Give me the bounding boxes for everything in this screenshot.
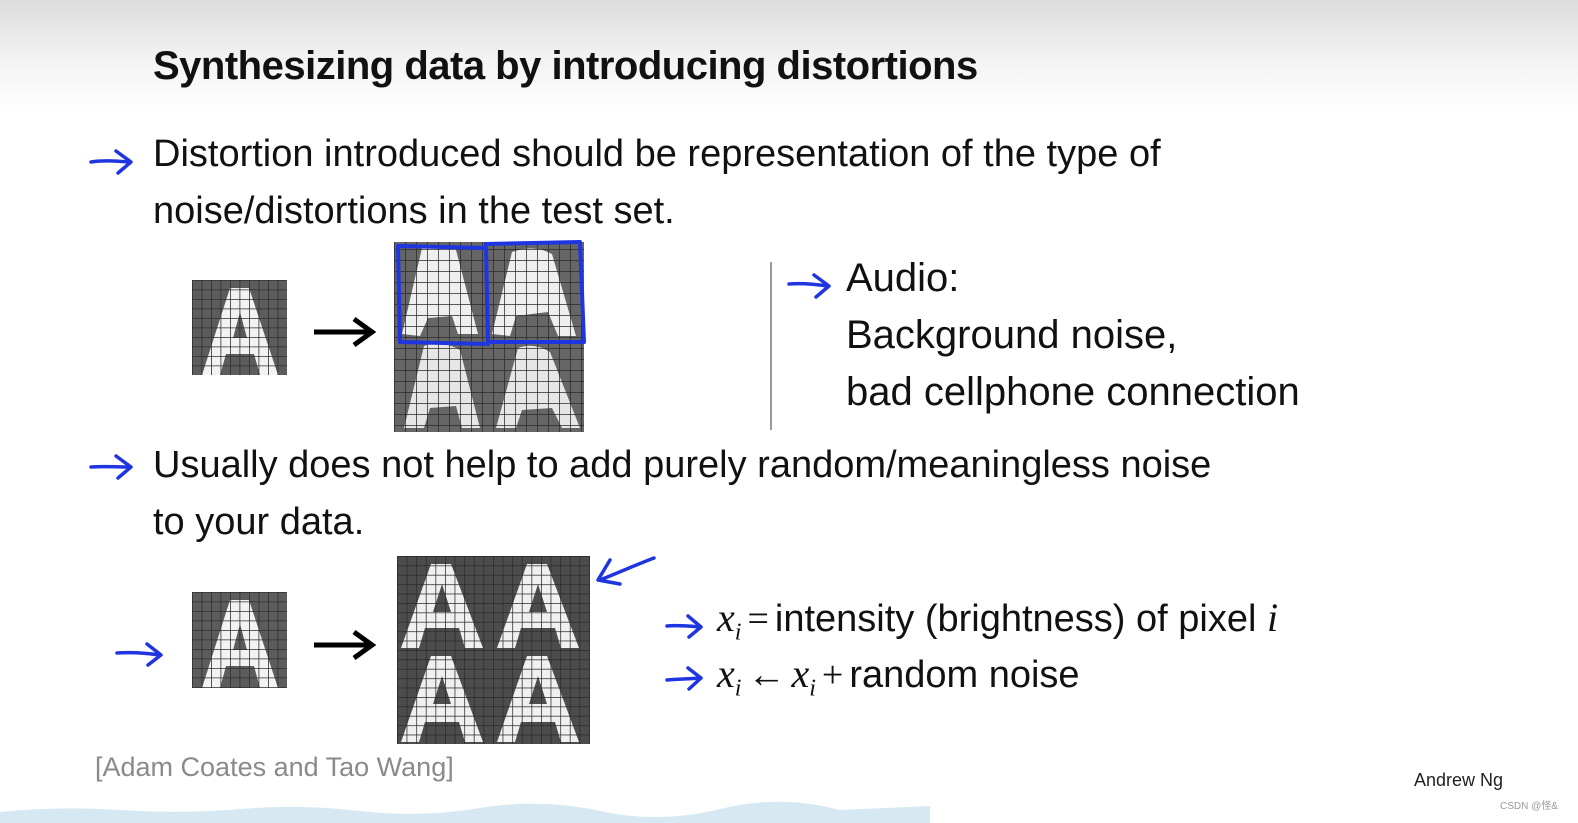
hand-drawn-arrow-icon: [665, 666, 703, 691]
hand-drawn-arrow-icon: [787, 273, 831, 299]
hand-drawn-arrow-icon: [89, 454, 133, 480]
hand-drawn-arrow-icon: [115, 642, 163, 667]
audio-example: Audio: Background noise, bad cellphone c…: [846, 250, 1300, 421]
citation: [Adam Coates and Tao Wang]: [95, 752, 454, 782]
math-var-x: x: [717, 595, 735, 640]
math-line-2-text: random noise: [849, 654, 1080, 696]
watermark: CSDN @怪&: [1500, 801, 1558, 812]
noisy-a-grid-icon: [397, 556, 590, 744]
math-line-noise: xi←xi+random noise: [717, 650, 1080, 703]
bullet-2-line-2: to your data.: [153, 501, 365, 543]
letter-a-glyph-icon: [192, 592, 287, 688]
math-sub-i: i: [734, 675, 742, 702]
math-left-arrow: ←: [747, 654, 786, 696]
slide-title: Synthesizing data by introducing distort…: [153, 44, 978, 88]
math-equals: =: [747, 598, 769, 640]
right-arrow-icon: [314, 316, 376, 348]
audio-heading: Audio:: [846, 256, 960, 300]
math-var-i: i: [1267, 595, 1279, 640]
math-plus: +: [821, 654, 844, 696]
math-line-intensity: xi=intensity (brightness) of pixel i: [717, 594, 1278, 647]
letter-a-glyph-icon: [192, 280, 287, 375]
right-arrow-icon: [314, 629, 376, 661]
bullet-2-text: Usually does not help to add purely rand…: [153, 437, 1211, 551]
math-line-1-text: intensity (brightness) of pixel: [774, 598, 1257, 640]
distorted-a-grid-icon: [394, 240, 586, 432]
vertical-divider: [770, 262, 772, 430]
slide-header-shade: [0, 0, 1578, 110]
math-sub-i: i: [809, 675, 816, 702]
math-sub-i: i: [734, 619, 742, 646]
author-name: Andrew Ng: [1414, 770, 1504, 790]
audio-line-2: bad cellphone connection: [846, 370, 1300, 414]
bullet-2-line-1: Usually does not help to add purely rand…: [153, 444, 1212, 486]
math-var-x: x: [717, 651, 735, 696]
bullet-1-line-1: Distortion introduced should be represen…: [153, 133, 1161, 175]
bottom-edge-strip: [0, 801, 930, 823]
audio-line-1: Background noise,: [846, 313, 1178, 357]
math-var-x: x: [791, 651, 810, 696]
hand-drawn-arrow-icon: [596, 556, 656, 586]
bullet-1-text: Distortion introduced should be represen…: [153, 126, 1161, 240]
bullet-1-line-2: noise/distortions in the test set.: [153, 190, 675, 232]
hand-drawn-arrow-icon: [665, 614, 703, 639]
hand-drawn-arrow-icon: [89, 149, 133, 175]
